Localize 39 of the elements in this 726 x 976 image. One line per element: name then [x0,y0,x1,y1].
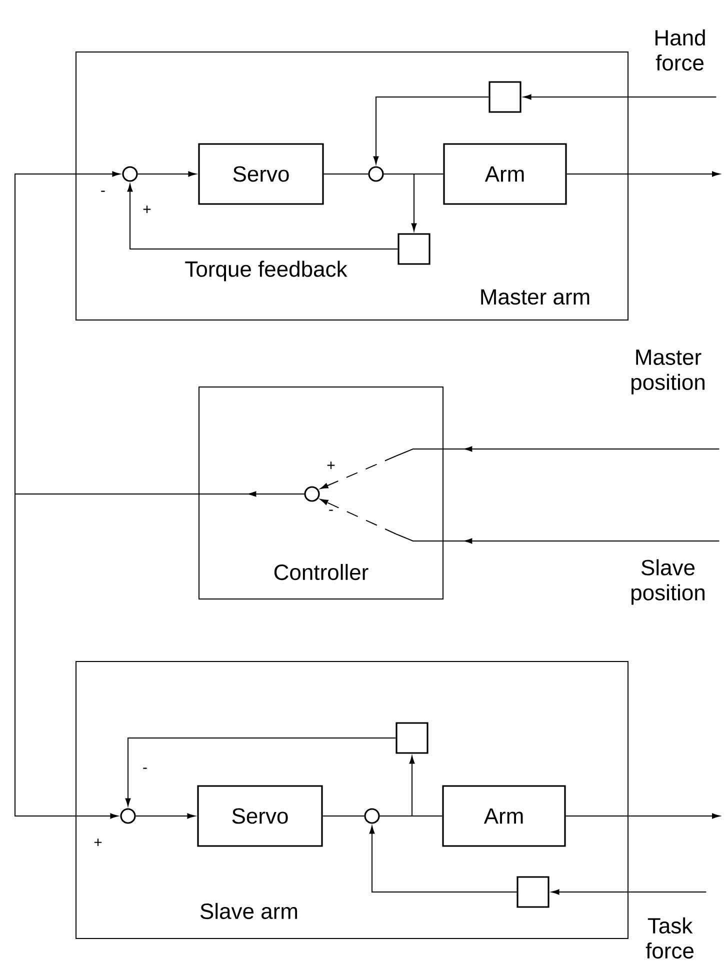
arrow [383,174,417,232]
sensor-box [516,876,550,908]
sensor-box [488,81,522,113]
sign-label: + [143,206,151,214]
arrow [135,813,196,819]
arrow [14,494,305,819]
signal-label: Task force [646,917,694,959]
block-box: Servo [198,143,324,205]
arrow [320,446,720,490]
caption-text: Torque feedback [185,260,348,282]
sign-label: - [329,510,333,511]
arrow [373,96,490,164]
sign-label: - [101,190,105,192]
summing-junction [304,486,320,502]
sign-label: + [94,838,102,846]
arrow [523,94,717,100]
arrow [565,813,720,819]
signal-label: Hand force [656,29,705,71]
arrow [551,889,707,895]
block-box: Arm [443,143,567,205]
summing-junction [120,808,136,824]
arrow [379,756,415,816]
signal-label: Slave position [632,559,704,605]
block-box: Servo [197,785,323,847]
sensor-box [396,722,428,754]
arrow [566,171,720,177]
sensor-box [398,233,430,265]
summing-junction [122,166,138,182]
arrow [127,184,398,250]
arrow [369,826,518,892]
summing-junction [368,166,384,182]
sign-label: - [143,768,147,769]
sign-label: + [327,462,335,470]
signal-label: Master position [632,350,704,394]
arrow [137,171,196,177]
summing-junction [364,808,380,824]
arrow [320,499,720,544]
arrow [125,738,396,806]
block-box: Arm [442,785,566,847]
